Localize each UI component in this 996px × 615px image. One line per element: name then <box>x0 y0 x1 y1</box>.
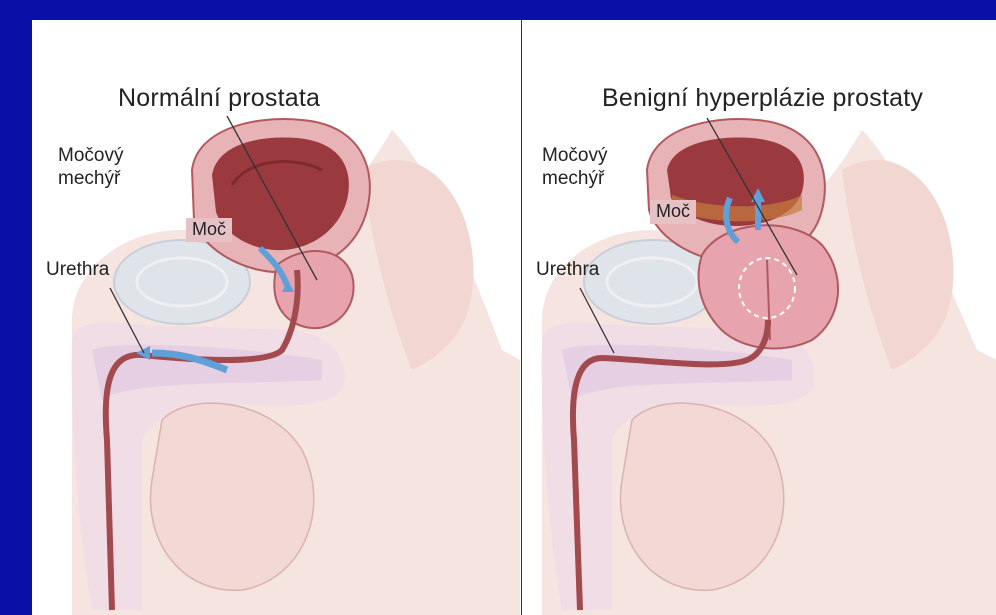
bladder-label-line1: Močový <box>542 144 607 167</box>
bladder-label: Močový mechýř <box>58 144 123 190</box>
panel-normal-prostate: Normální prostata Močový mechýř Moč Uret… <box>32 20 520 615</box>
urine-label: Moč <box>650 200 696 224</box>
urethra-label: Urethra <box>46 258 109 281</box>
panel-bph: Benigní hyperplázie prostaty Močový mech… <box>521 20 996 615</box>
panel-title: Normální prostata <box>118 84 320 113</box>
bladder-label-line1: Močový <box>58 144 123 167</box>
panel-title: Benigní hyperplázie prostaty <box>602 84 923 113</box>
bladder-label-line2: mechýř <box>542 167 607 190</box>
diagram-frame: Normální prostata Močový mechýř Moč Uret… <box>32 20 996 615</box>
urethra-label: Urethra <box>536 258 599 281</box>
urine-label: Moč <box>186 218 232 242</box>
bladder-label: Močový mechýř <box>542 144 607 190</box>
bladder-label-line2: mechýř <box>58 167 123 190</box>
